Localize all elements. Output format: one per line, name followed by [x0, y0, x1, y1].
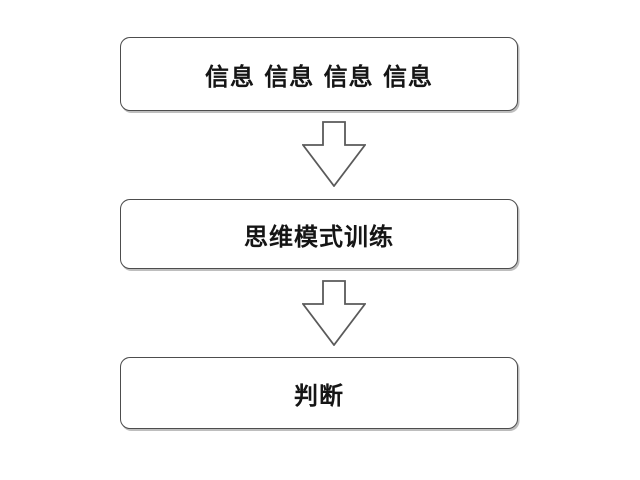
flow-box-judgment: 判断 — [120, 357, 518, 429]
flow-box-thinking-mode-training-label: 思维模式训练 — [244, 221, 394, 251]
down-arrow-icon — [302, 280, 366, 346]
down-arrow-icon — [302, 121, 366, 187]
flow-box-thinking-mode-training: 思维模式训练 — [120, 199, 518, 269]
flow-box-information: 信息 信息 信息 信息 — [120, 37, 518, 111]
flow-box-information-label: 信息 信息 信息 信息 — [204, 61, 434, 91]
flow-box-judgment-label: 判断 — [294, 380, 344, 410]
